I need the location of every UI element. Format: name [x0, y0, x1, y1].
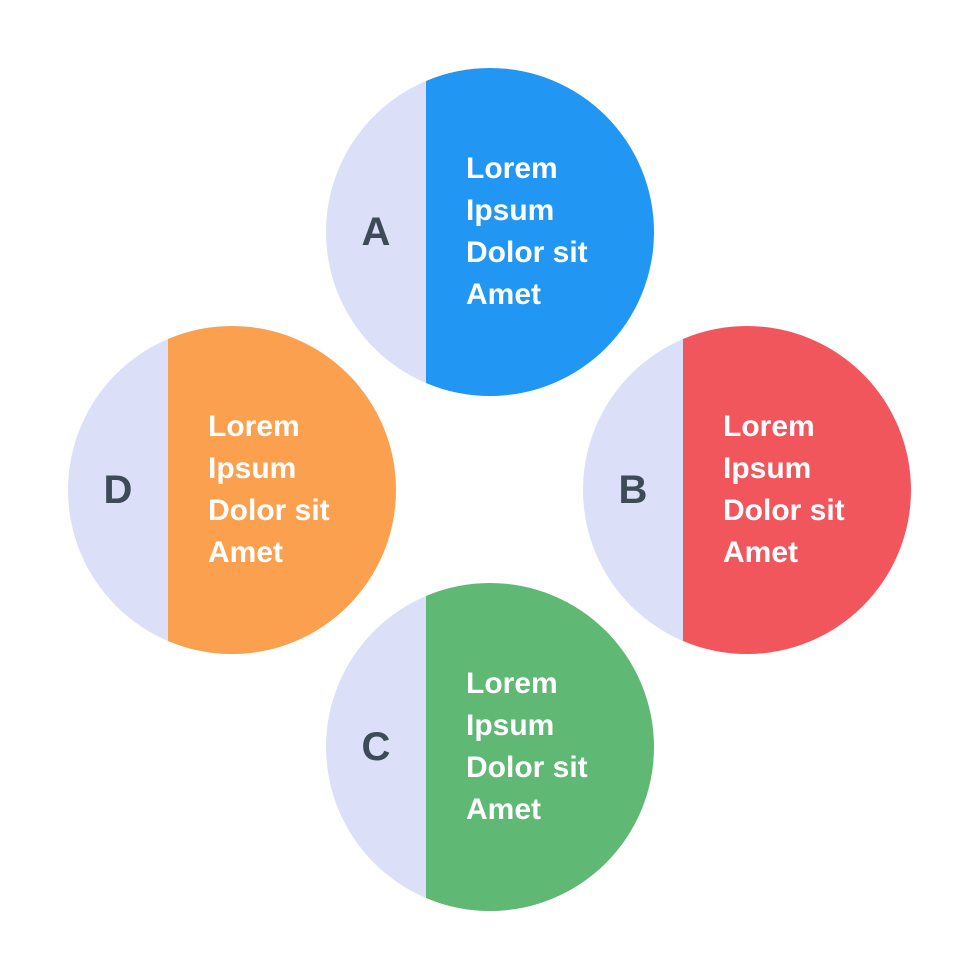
node-b-text: Lorem Ipsum Dolor sit Amet	[723, 326, 845, 654]
node-d-text: Lorem Ipsum Dolor sit Amet	[208, 326, 330, 654]
circle-node-c: C Lorem Ipsum Dolor sit Amet	[326, 583, 654, 911]
node-d-side-panel	[68, 326, 168, 654]
node-b-colored-panel	[683, 326, 911, 654]
node-b-line-4: Amet	[723, 536, 799, 569]
circle-node-a: A Lorem Ipsum Dolor sit Amet	[326, 68, 654, 396]
node-d-line-1: Lorem	[208, 410, 300, 443]
node-d-colored-panel	[168, 326, 396, 654]
node-b-line-2: Ipsum	[723, 452, 812, 485]
node-a-line-2: Ipsum	[466, 194, 555, 227]
node-d-line-2: Ipsum	[208, 452, 297, 485]
circle-node-d: D Lorem Ipsum Dolor sit Amet	[68, 326, 396, 654]
node-b-letter: B	[618, 467, 648, 512]
node-b-line-3: Dolor sit	[723, 494, 845, 527]
node-c-line-1: Lorem	[466, 667, 558, 700]
node-d-line-3: Dolor sit	[208, 494, 330, 527]
node-a-letter: A	[361, 209, 391, 254]
node-c-line-2: Ipsum	[466, 709, 555, 742]
node-c-colored-panel	[426, 583, 654, 911]
node-c-text: Lorem Ipsum Dolor sit Amet	[466, 583, 588, 911]
node-a-line-3: Dolor sit	[466, 236, 588, 269]
node-d-letter: D	[103, 467, 133, 512]
node-a-line-1: Lorem	[466, 152, 558, 185]
node-c-letter: C	[361, 724, 391, 769]
node-a-line-4: Amet	[466, 278, 542, 311]
node-b-line-1: Lorem	[723, 410, 815, 443]
node-a-text: Lorem Ipsum Dolor sit Amet	[466, 68, 588, 396]
node-c-line-3: Dolor sit	[466, 751, 588, 784]
node-d-line-4: Amet	[208, 536, 284, 569]
node-c-line-4: Amet	[466, 793, 542, 826]
